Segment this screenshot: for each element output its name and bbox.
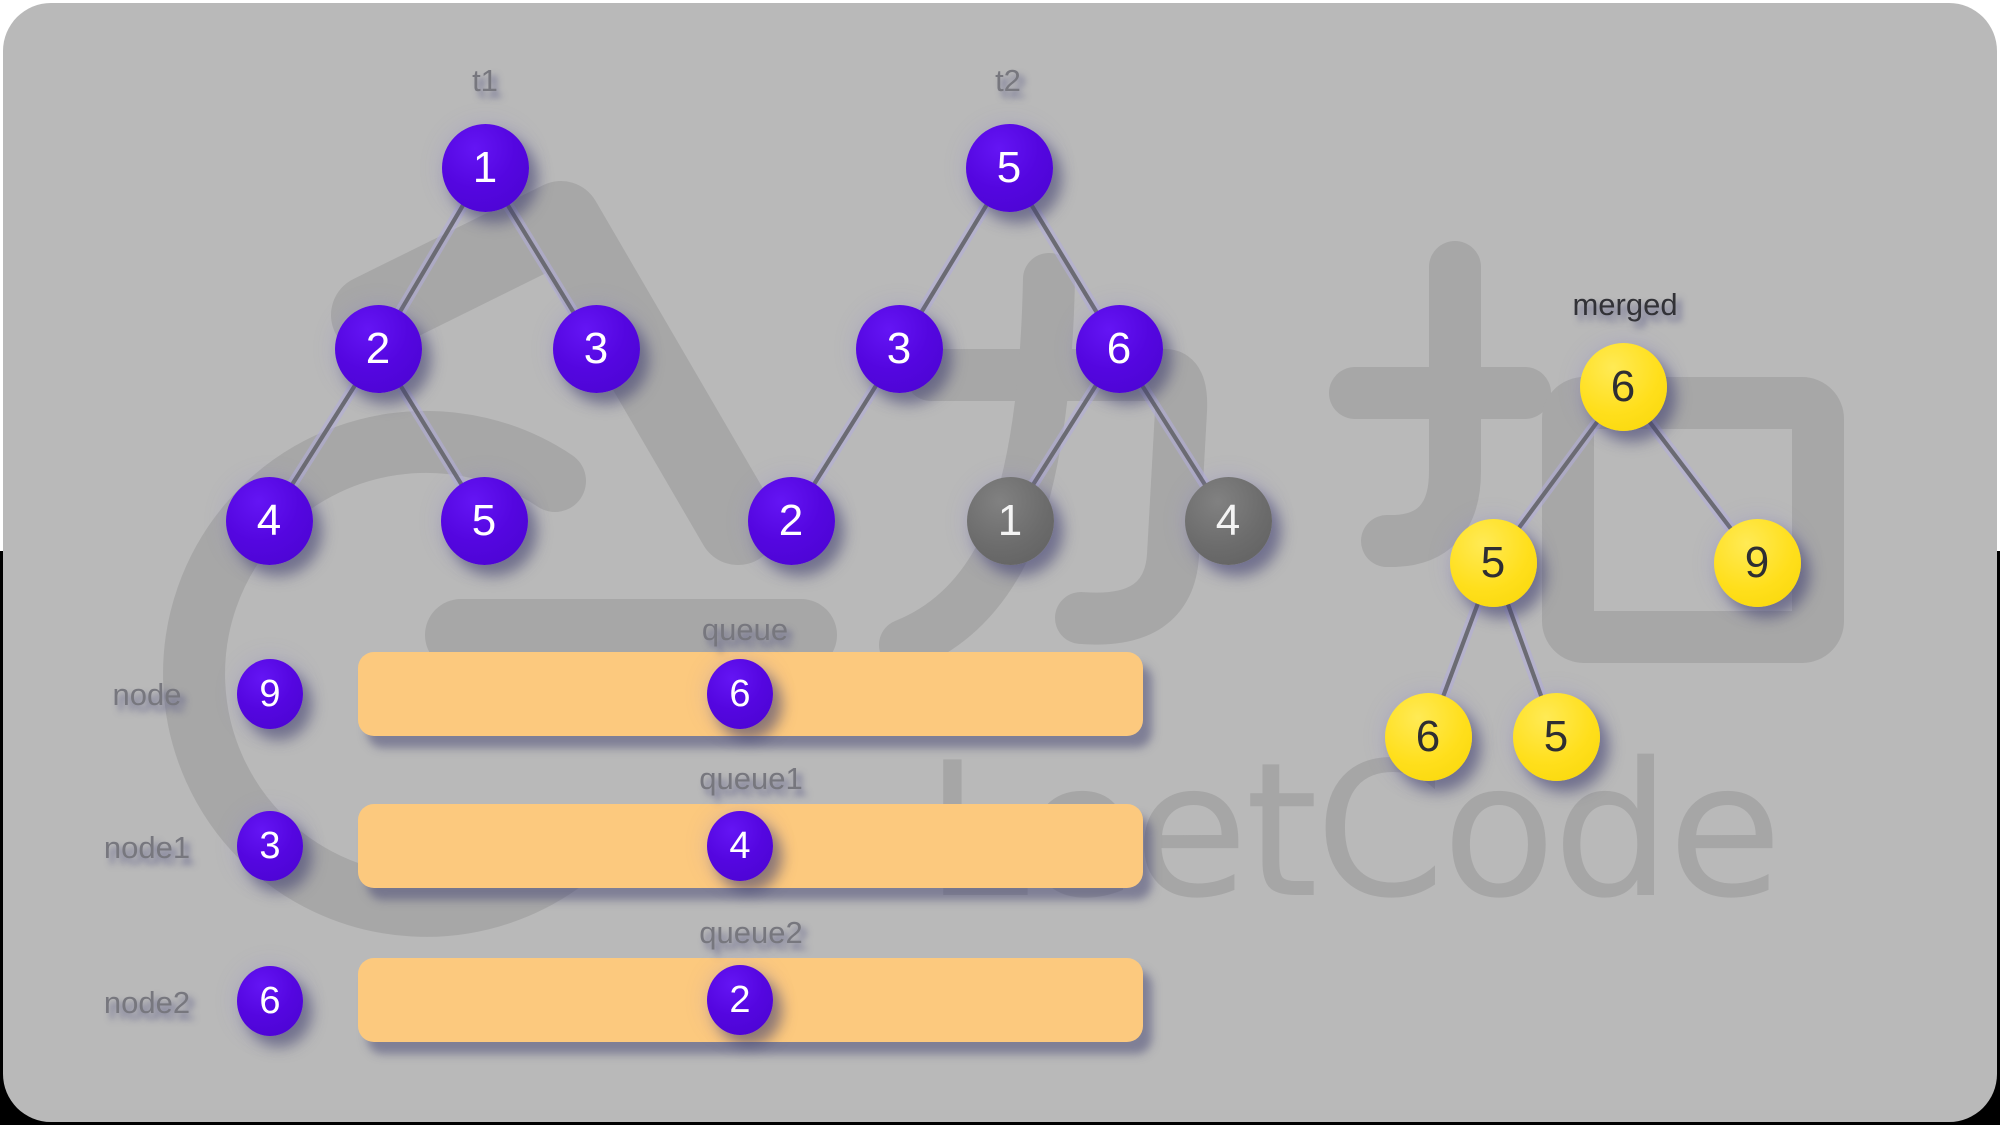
- queue-label-queue1: queue1: [699, 761, 803, 796]
- pointer-circle-node2: 6: [237, 966, 303, 1036]
- tree-label-t2: t2: [995, 63, 1021, 98]
- tree-t1-node-2: 2: [334, 305, 422, 393]
- tree-label-t1: t1: [472, 63, 498, 98]
- cjk-kou-mouth-box: [1542, 377, 1844, 663]
- tree-t1-node-3: 3: [552, 305, 640, 393]
- tree-label-merged: merged: [1572, 287, 1678, 322]
- tree-t2-node-5: 5: [965, 124, 1053, 212]
- leetcode-logo-watermark: [163, 181, 837, 937]
- pointer-label-node2: node2: [103, 985, 191, 1020]
- tree-t2-node-1: 1: [966, 477, 1054, 565]
- tree-t1-node-4: 4: [225, 477, 313, 565]
- tree-t2-node-3: 3: [855, 305, 943, 393]
- logo-hook: [331, 181, 778, 565]
- tree-merged-node-9: 9: [1713, 519, 1801, 607]
- pointer-circle-node: 9: [237, 659, 303, 729]
- tree-merged-node-5: 5: [1512, 693, 1600, 781]
- pointer-label-node1: node1: [103, 830, 191, 865]
- tree-merged-node-6: 6: [1384, 693, 1472, 781]
- queue-item-queue1-4: 4: [707, 811, 773, 881]
- queue-label-queue2: queue2: [699, 915, 803, 950]
- tree-merged-node-6: 6: [1579, 343, 1667, 431]
- queue-item-queue-6: 6: [707, 659, 773, 729]
- tree-t2-node-4: 4: [1184, 477, 1272, 565]
- tree-t2-node-6: 6: [1075, 305, 1163, 393]
- tree-t1-node-1: 1: [441, 124, 529, 212]
- cjk-kou-hand-vertical: [1361, 241, 1481, 568]
- queue-item-queue2-2: 2: [707, 965, 773, 1035]
- queue-label-queue: queue: [701, 612, 789, 647]
- tree-t2-node-2: 2: [747, 477, 835, 565]
- pointer-circle-node1: 3: [237, 811, 303, 881]
- tree-t1-node-5: 5: [440, 477, 528, 565]
- cjk-li-stroke1: [905, 349, 1208, 645]
- tree-merged-node-5: 5: [1449, 519, 1537, 607]
- pointer-label-node: node: [112, 677, 182, 712]
- logo-c-arc: [163, 410, 602, 937]
